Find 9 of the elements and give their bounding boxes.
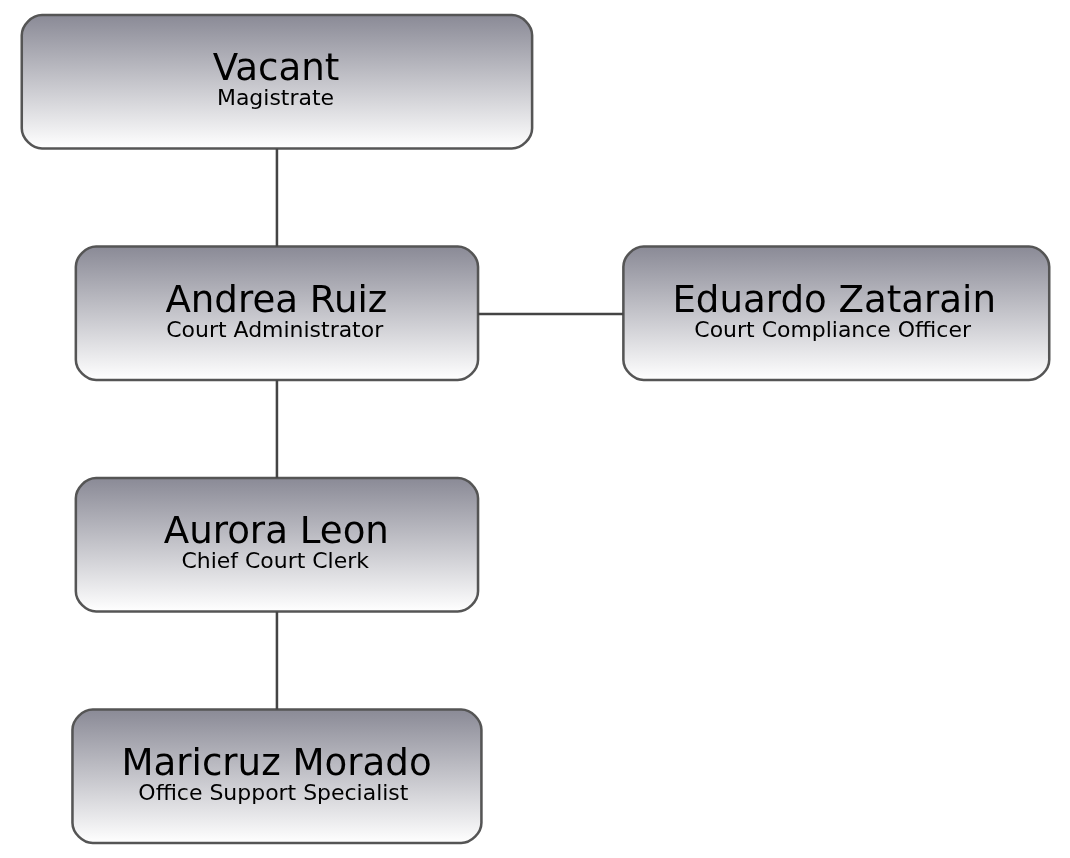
node-box: Andrea Ruiz Court Administrator <box>74 245 479 382</box>
node-box: Eduardo Zatarain Court Compliance Officer <box>621 245 1050 382</box>
node-box: Aurora Leon Chief Court Clerk <box>74 476 479 613</box>
connector <box>275 380 278 478</box>
connector <box>275 611 278 710</box>
node-box: Maricruz Morado Office Support Specialist <box>70 708 483 845</box>
node-box: Vacant Magistrate <box>20 13 533 150</box>
connector <box>275 148 278 247</box>
connector <box>477 312 623 316</box>
